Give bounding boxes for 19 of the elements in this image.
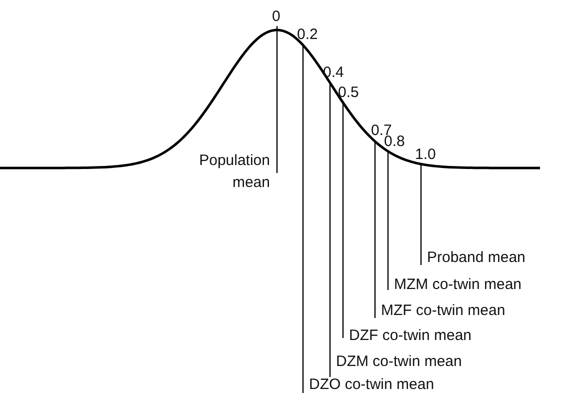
value-label: 1.0 xyxy=(415,146,436,164)
value-label: 0 xyxy=(272,8,280,26)
curve-point-label: Population mean xyxy=(184,150,277,194)
curve-point-label: DZF co-twin mean xyxy=(343,325,472,347)
value-label: 0.5 xyxy=(338,84,359,102)
leader-line xyxy=(276,26,278,173)
curve-point-label: MZM co-twin mean xyxy=(388,274,522,296)
curve-point-label: MZF co-twin mean xyxy=(375,300,506,322)
value-label: 0.4 xyxy=(323,64,344,82)
curve-point-label: Proband mean xyxy=(421,247,526,269)
leader-line xyxy=(302,44,304,393)
curve-point-label: DZM co-twin mean xyxy=(330,351,462,373)
curve-point-label: DZO co-twin mean xyxy=(303,374,434,396)
leader-line xyxy=(329,82,331,377)
leader-line xyxy=(374,140,376,318)
leader-line xyxy=(420,164,422,265)
leader-line xyxy=(387,151,389,290)
value-label: 0.2 xyxy=(297,26,318,44)
leader-line xyxy=(342,102,344,338)
